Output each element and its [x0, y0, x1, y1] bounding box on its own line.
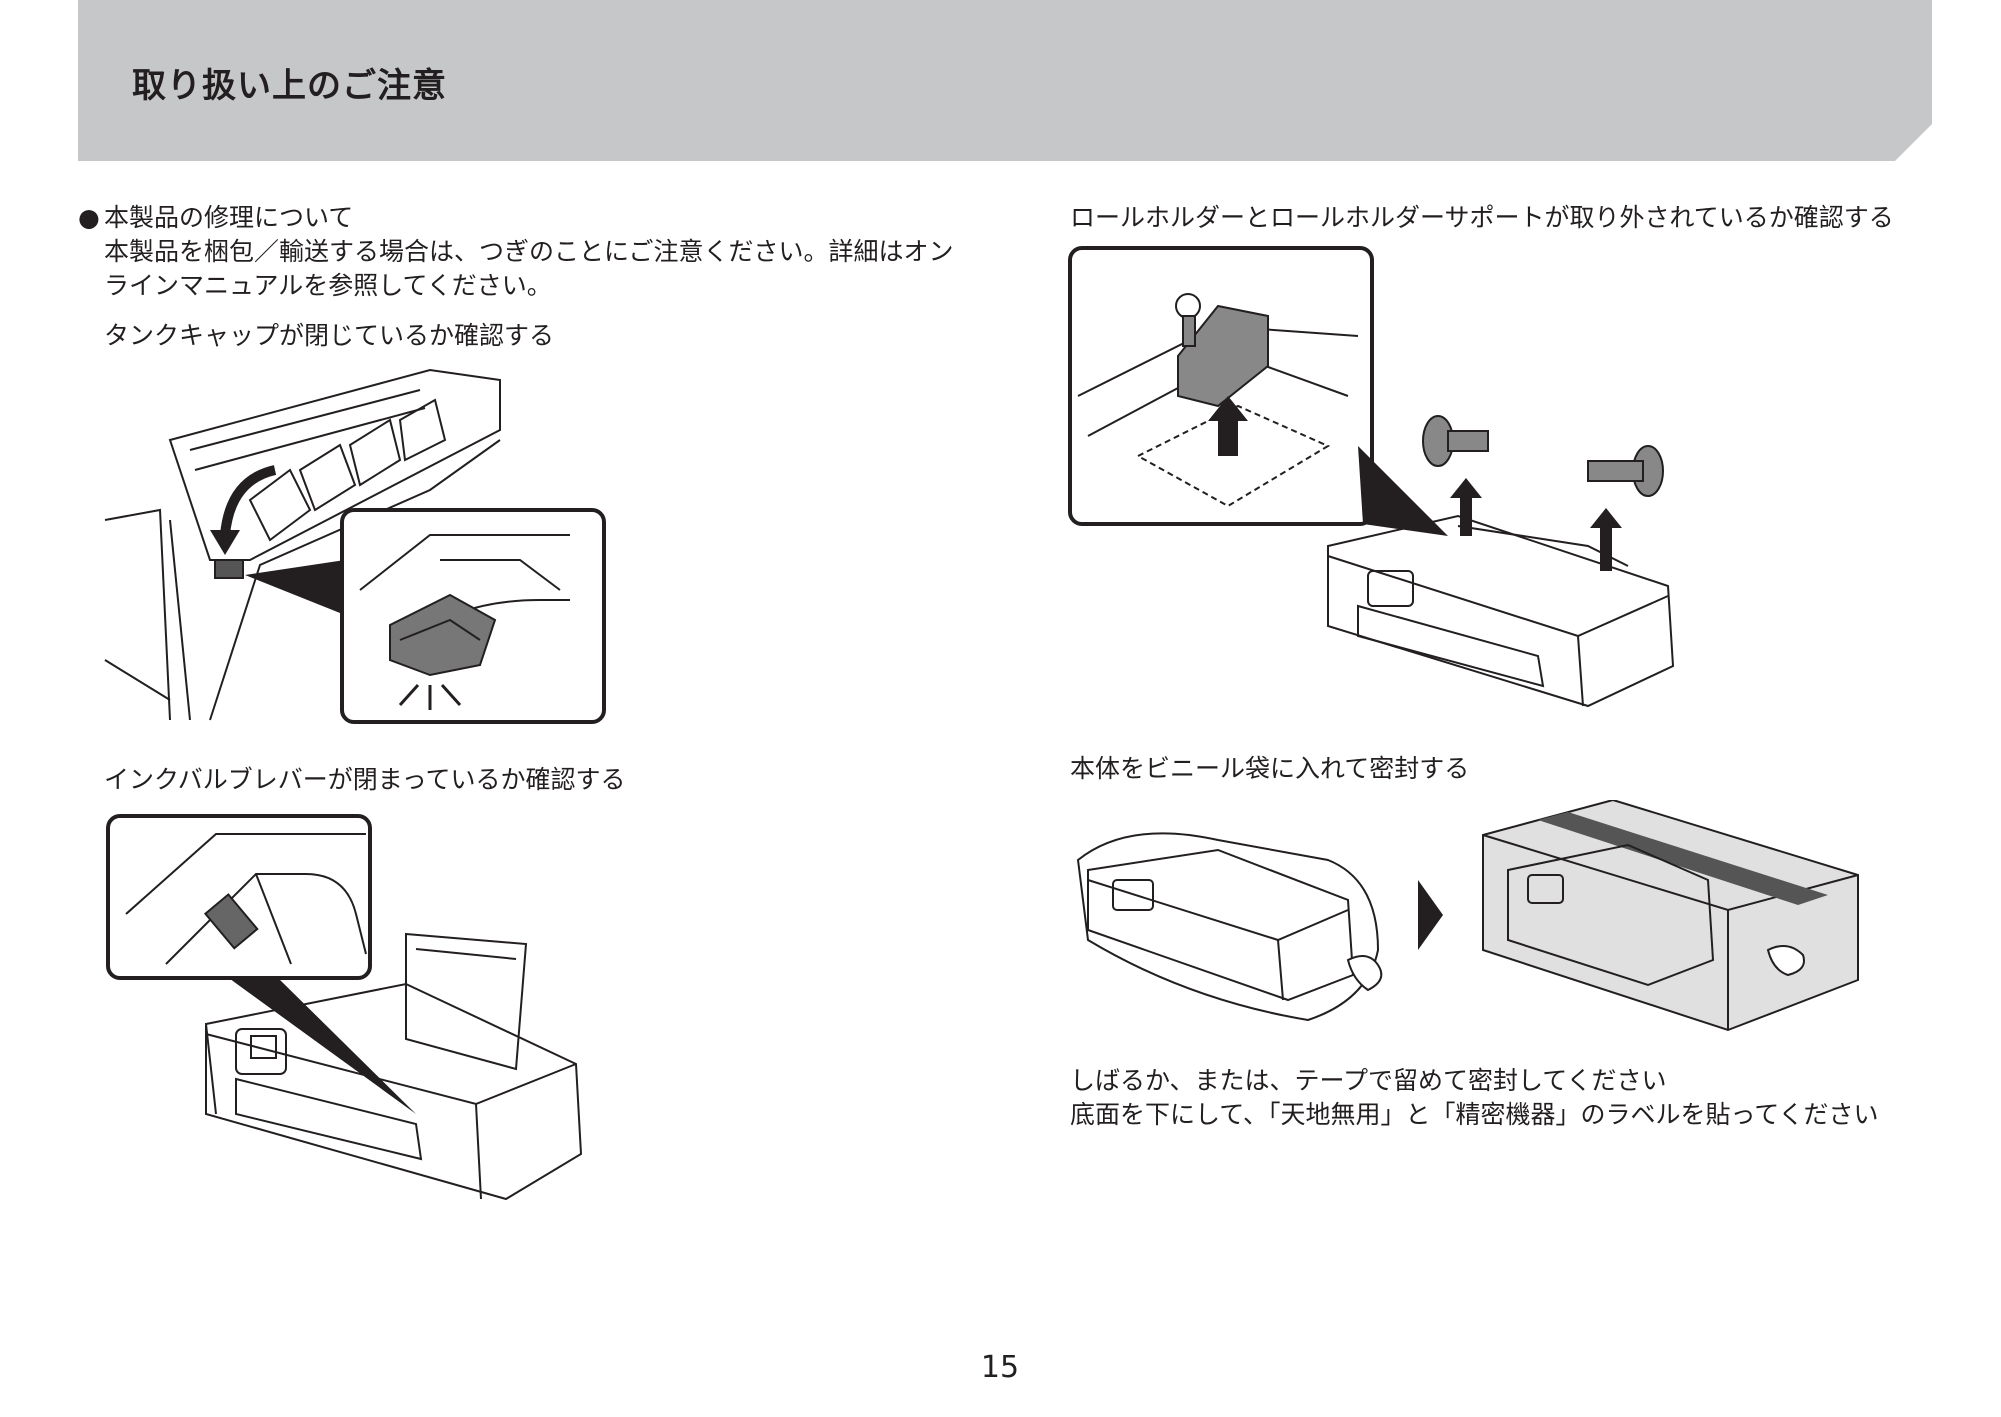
bullet-icon: ● — [78, 203, 100, 232]
check-ink-valve-lever: インクバルブレバーが閉まっているか確認する — [104, 765, 626, 794]
page-title: 取り扱い上のご注意 — [132, 66, 447, 106]
note-line-1: しばるか、または、テープで留めて密封してください — [1070, 1066, 1667, 1095]
roll-holder-illustration — [1068, 246, 1698, 716]
ink-valve-lever-illustration — [106, 814, 596, 1204]
tank-cap-illustration — [100, 360, 610, 730]
vinyl-bag-illustration — [1068, 800, 1868, 1050]
intro-line-2: ラインマニュアルを参照してください。 — [104, 271, 552, 300]
page-number: 15 — [980, 1350, 1020, 1385]
header-band: 取り扱い上のご注意 — [78, 0, 1932, 161]
header-background — [78, 0, 1932, 161]
intro-line-1: 本製品を梱包／輸送する場合は、つぎのことにご注意ください。詳細はオン — [104, 237, 954, 266]
section-heading: 本製品の修理について — [104, 203, 354, 232]
check-tank-cap: タンクキャップが閉じているか確認する — [104, 321, 555, 350]
check-vinyl-bag: 本体をビニール袋に入れて密封する — [1070, 754, 1470, 783]
note-line-2: 底面を下にして、「天地無用」と「精密機器」のラベルを貼ってください — [1070, 1100, 1879, 1129]
check-roll-holder: ロールホルダーとロールホルダーサポートが取り外されているか確認する — [1070, 203, 1894, 232]
